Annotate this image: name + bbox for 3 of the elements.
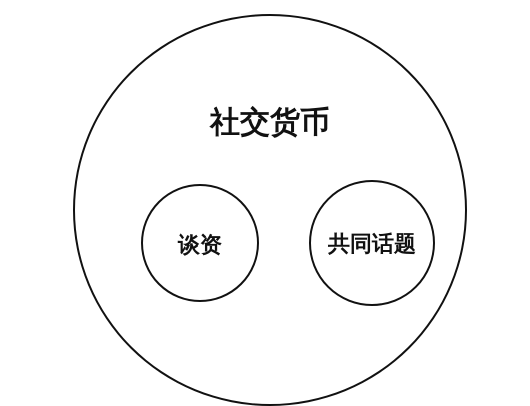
title-label: 社交货币 bbox=[210, 104, 330, 142]
node-label: 谈资 bbox=[178, 231, 222, 260]
node-label: 共同话题 bbox=[328, 230, 416, 259]
